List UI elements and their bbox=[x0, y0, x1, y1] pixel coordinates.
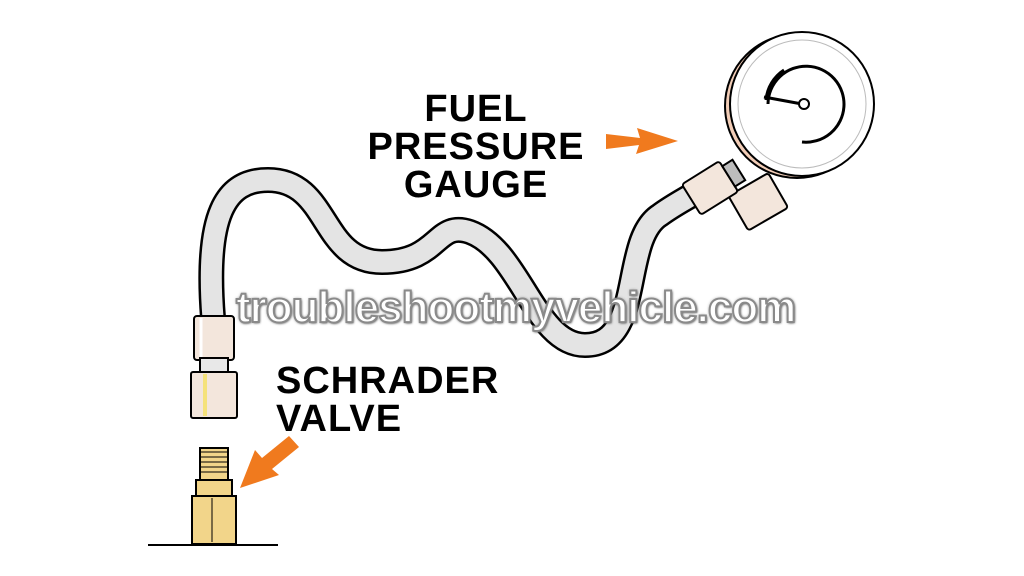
hose bbox=[198, 166, 708, 359]
valve-label-line-2: VALVE bbox=[276, 398, 403, 440]
gauge-label-line-2: PRESSURE bbox=[367, 126, 585, 168]
schrader-valve bbox=[148, 447, 278, 546]
valve-label-line-1: SCHRADER bbox=[276, 360, 500, 402]
arrow-right-icon bbox=[606, 128, 678, 154]
gauge-label-line-1: FUEL bbox=[424, 88, 528, 130]
watermark-text: troubleshootmyvehicle.com bbox=[235, 282, 797, 333]
schrader-valve-label: SCHRADER VALVE bbox=[276, 362, 499, 438]
hose-end-fitting bbox=[190, 315, 238, 419]
fuel-pressure-gauge bbox=[681, 31, 875, 231]
gauge-label-line-3: GAUGE bbox=[403, 164, 549, 206]
arrow-down-left-icon bbox=[240, 436, 299, 488]
fuel-pressure-gauge-label: FUEL PRESSURE GAUGE bbox=[360, 90, 592, 204]
